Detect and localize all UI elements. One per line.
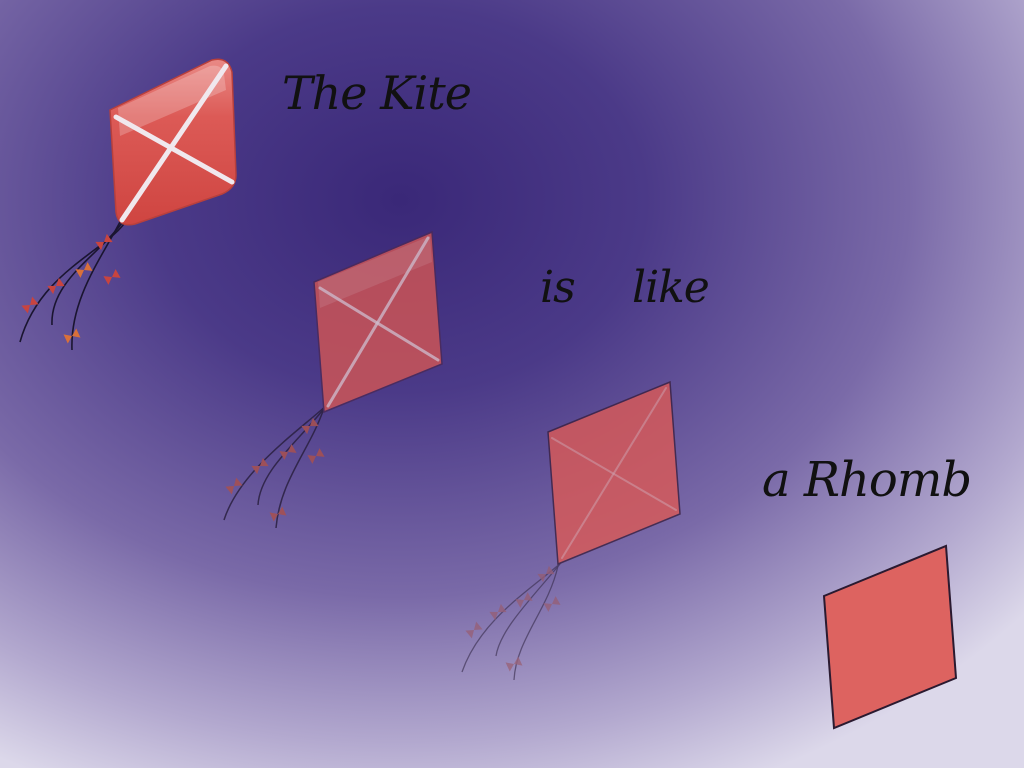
- kite-bows-1: [21, 233, 121, 344]
- kite-icon-3: [461, 380, 681, 681]
- caption-like: like: [632, 262, 710, 313]
- rhombus-shape: [822, 544, 958, 730]
- kite-body-3: [547, 380, 681, 566]
- caption-the-kite: The Kite: [282, 66, 472, 120]
- kite-spars-2: [318, 236, 440, 408]
- kite-bows-2: [225, 417, 325, 522]
- kite-spars-1: [113, 63, 235, 223]
- caption-a-rhomb: a Rhomb: [762, 452, 972, 508]
- kite-spars-3: [551, 387, 677, 559]
- caption-is: is: [540, 262, 576, 313]
- kite-highlight-2: [318, 236, 432, 308]
- kite-icon-2: [223, 230, 443, 529]
- kite-highlight-1: [118, 65, 226, 136]
- kite-tail-1: [19, 217, 129, 351]
- kite-icon-1: [19, 58, 237, 351]
- kite-bows-3: [465, 565, 561, 672]
- kite-tail-3: [461, 561, 563, 681]
